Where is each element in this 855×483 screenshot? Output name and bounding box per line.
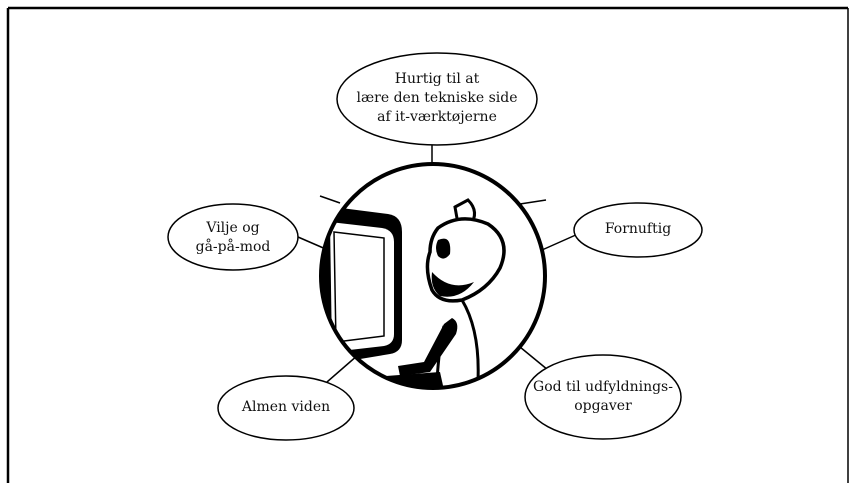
node-bottom-right-label: God til udfyldnings- opgaver: [528, 378, 678, 416]
center-illustration: [318, 164, 545, 400]
node-left-label: Vilje og gå-på-mod: [173, 219, 293, 257]
node-bottom-left-label: Almen viden: [226, 398, 346, 417]
node-top-label: Hurtig til at lære den tekniske side af …: [347, 70, 527, 127]
connector-bottom-left: [327, 355, 358, 382]
node-right-label: Fornuftig: [580, 220, 696, 239]
motion-dash-right: [520, 200, 546, 204]
motion-dash-left: [320, 196, 340, 203]
connector-right: [542, 234, 578, 250]
connector-bottom-right: [520, 347, 548, 370]
